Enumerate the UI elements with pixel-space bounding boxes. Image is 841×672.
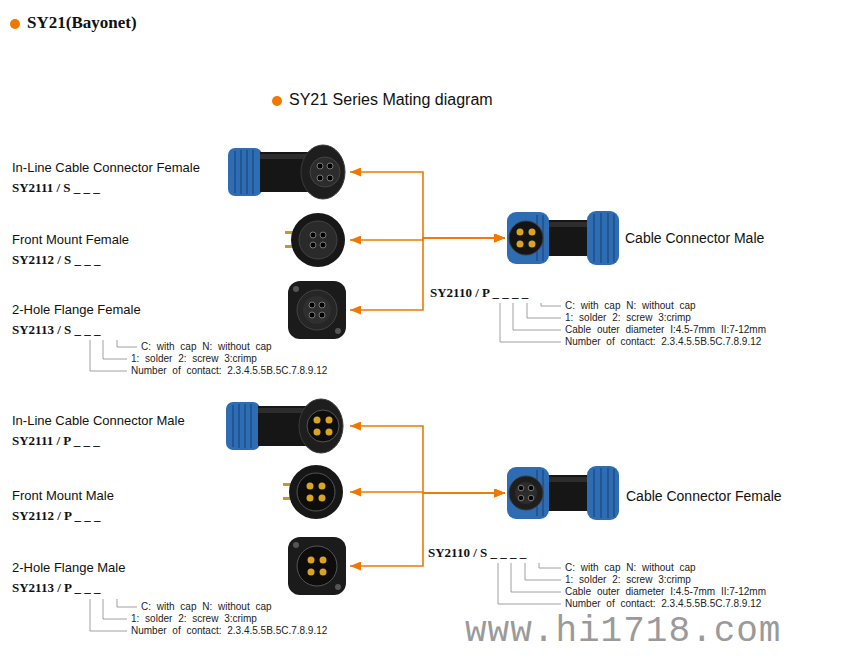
part-number: SY2113 / P _ _ _ — [12, 580, 101, 596]
code-key: 1: solder 2: screw 3:crimp — [565, 574, 691, 586]
connector-entry: Cable Connector FemaleSY2110 / S _ _ _ _ — [505, 463, 786, 521]
code-key: C: with cap N: without cap — [565, 300, 696, 312]
code-key: 1: solder 2: screw 3:crimp — [131, 613, 257, 625]
mating-arrow — [350, 172, 505, 238]
inline-male-connector — [226, 399, 343, 453]
code-key: 1: solder 2: screw 3:crimp — [565, 312, 691, 324]
cable-connector-female — [507, 466, 619, 520]
code-key: Cable outer diameter I:4.5-7mm II:7-12mm — [565, 324, 766, 336]
front-mount-male — [283, 465, 343, 519]
cable-connector-male — [507, 211, 619, 265]
connector-layer — [350, 172, 505, 566]
diagram-title: SY21(Bayonet) — [27, 13, 137, 33]
connector-entry: 2-Hole Flange FemaleSY2113 / S _ _ _ — [12, 302, 350, 340]
part-number: SY2111 / P _ _ _ — [12, 433, 100, 449]
connector-entry: Front Mount MaleSY2112 / P _ _ _ — [12, 488, 350, 526]
connector-entry: In-Line Cable Connector MaleSY2111 / P _… — [12, 413, 350, 451]
code-key: C: with cap N: without cap — [141, 341, 272, 353]
leader-lines — [90, 303, 561, 631]
mating-arrow — [350, 426, 505, 493]
connector-name: In-Line Cable Connector Female — [12, 160, 200, 176]
code-key: Number of contact: 2.3.4.5.5B.5C.7.8.9.1… — [131, 365, 327, 377]
part-number: SY2112 / P _ _ _ — [12, 508, 101, 524]
connector-entry: Front Mount FemaleSY2112 / S _ _ _ — [12, 232, 350, 270]
front-mount-female — [285, 213, 345, 267]
connector-name: 2-Hole Flange Female — [12, 302, 141, 318]
code-key: 1: solder 2: screw 3:crimp — [131, 353, 257, 365]
bullet-dot — [272, 96, 282, 106]
leader-line — [90, 340, 137, 371]
part-number: SY2110 / P _ _ _ _ — [430, 285, 528, 301]
code-key: Number of contact: 2.3.4.5.5B.5C.7.8.9.1… — [131, 625, 327, 637]
subtitle: SY21 Series Mating diagram — [289, 90, 493, 109]
connector-name: Cable Connector Female — [626, 488, 782, 505]
code-key: Number of contact: 2.3.4.5.5B.5C.7.8.9.1… — [565, 598, 761, 610]
code-key: C: with cap N: without cap — [565, 562, 696, 574]
connector-name: Front Mount Male — [12, 488, 114, 504]
inline-female-connector — [228, 145, 345, 199]
watermark: www.hi1718.com — [465, 610, 781, 653]
connector-name: 2-Hole Flange Male — [12, 560, 125, 576]
part-number: SY2110 / S _ _ _ _ — [428, 545, 526, 561]
code-key: Cable outer diameter I:4.5-7mm II:7-12mm — [565, 586, 766, 598]
part-number: SY2113 / S _ _ _ — [12, 322, 101, 338]
flange-female — [288, 281, 346, 339]
leader-line — [500, 303, 561, 342]
part-number: SY2111 / S _ _ _ — [12, 180, 100, 196]
connector-entry: Cable Connector MaleSY2110 / P _ _ _ _ — [505, 208, 768, 266]
flange-male — [288, 537, 346, 595]
bullet-dot — [10, 19, 20, 29]
connector-entry: In-Line Cable Connector FemaleSY2111 / S… — [12, 160, 350, 198]
code-key: C: with cap N: without cap — [141, 601, 272, 613]
code-key: Number of contact: 2.3.4.5.5B.5C.7.8.9.1… — [565, 336, 761, 348]
connector-entry: 2-Hole Flange MaleSY2113 / P _ _ _ — [12, 560, 350, 598]
part-number: SY2112 / S _ _ _ — [12, 252, 101, 268]
connector-name: Front Mount Female — [12, 232, 129, 248]
connector-name: In-Line Cable Connector Male — [12, 413, 185, 429]
connector-name: Cable Connector Male — [625, 230, 764, 247]
leader-line — [90, 599, 137, 631]
leader-line — [498, 563, 561, 604]
